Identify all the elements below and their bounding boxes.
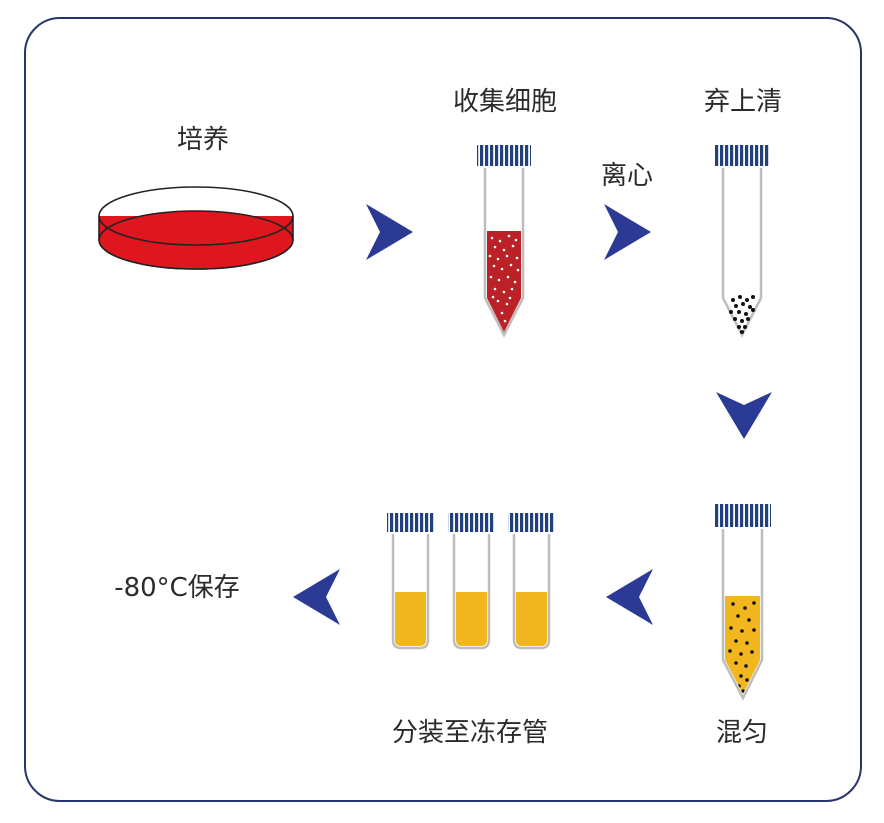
arrow-down-icon bbox=[716, 392, 772, 439]
centrifuge-tube-cells-icon bbox=[477, 145, 531, 338]
cryovial-icon bbox=[448, 513, 495, 650]
centrifuge-tube-pellet-icon bbox=[715, 145, 770, 338]
arrow-right-icon bbox=[604, 204, 651, 260]
label-mix: 混匀 bbox=[715, 718, 769, 748]
cryovial-icon bbox=[508, 513, 555, 650]
vial-cap bbox=[508, 513, 555, 532]
diagram-frame bbox=[24, 17, 862, 802]
label-culture: 培养 bbox=[176, 125, 230, 155]
vial-cap bbox=[387, 513, 434, 532]
label-collect-cells: 收集细胞 bbox=[452, 87, 558, 117]
cryovial-icon bbox=[387, 513, 434, 650]
arrow-left-icon bbox=[293, 569, 340, 625]
label-aliquot: 分装至冻存管 bbox=[391, 718, 549, 748]
label-discard-supernatant: 弃上清 bbox=[703, 87, 783, 117]
vial-cap bbox=[448, 513, 495, 532]
centrifuge-tube-mixed-icon bbox=[715, 504, 771, 701]
tube-cap bbox=[715, 504, 771, 527]
cell-dots bbox=[488, 234, 520, 323]
label-store: -80°C保存 bbox=[114, 573, 240, 603]
petri-dish-icon bbox=[98, 186, 294, 270]
arrow-left-icon bbox=[606, 569, 653, 625]
tube-cap bbox=[477, 145, 531, 166]
cell-dots bbox=[728, 601, 756, 693]
tube-cap bbox=[715, 145, 770, 166]
arrow-right-icon bbox=[366, 204, 413, 260]
cell-pellet bbox=[729, 295, 755, 334]
label-centrifuge: 离心 bbox=[600, 161, 654, 191]
